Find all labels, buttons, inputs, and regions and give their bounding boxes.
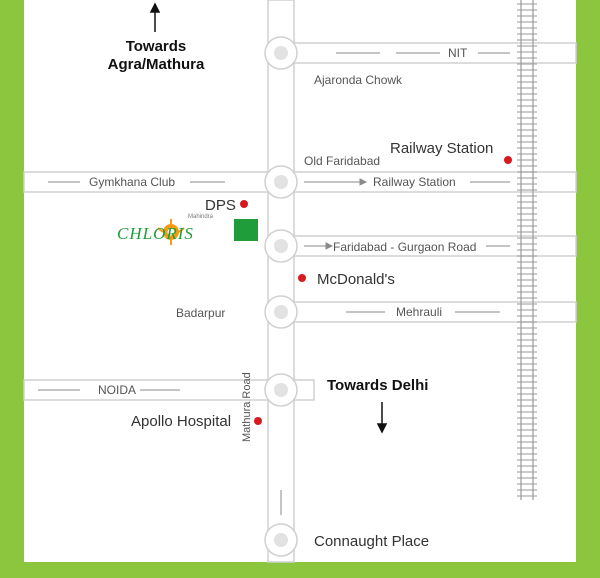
road-label-mathura-road: Mathura Road xyxy=(241,372,253,442)
place-dps: DPS xyxy=(205,197,236,214)
place-apollo-hospital: Apollo Hospital xyxy=(131,413,232,430)
location-dot-icon xyxy=(240,200,248,208)
chloris-logo xyxy=(157,219,185,245)
direction-arrows xyxy=(149,2,388,434)
north-arrow-icon xyxy=(149,2,161,13)
road-label-faridabad-gurgaon: Faridabad - Gurgaon Road xyxy=(333,240,477,254)
project-site-marker xyxy=(234,219,258,241)
north-direction-label: Towards Agra/Mathura xyxy=(107,38,205,73)
road-arrows xyxy=(38,52,510,515)
railway-track-icon xyxy=(517,0,537,500)
south-arrow-icon xyxy=(376,423,388,434)
road-label-gymkhana: Gymkhana Club xyxy=(89,175,176,189)
road-label-noida: NOIDA xyxy=(98,383,137,397)
road-gymkhana-railway xyxy=(23,171,577,193)
logo-name: CHLORIS xyxy=(117,224,194,243)
place-ajaronda-chowk: Ajaronda Chowk xyxy=(314,73,403,87)
place-railway-station: Railway Station xyxy=(390,140,494,157)
south-direction-label: Towards Delhi xyxy=(327,377,429,394)
place-badarpur: Badarpur xyxy=(176,306,226,320)
horizontal-roads xyxy=(23,42,577,401)
road-mathura xyxy=(267,0,295,563)
location-dot-icon xyxy=(298,274,306,282)
place-connaught-place: Connaught Place xyxy=(314,533,430,550)
place-old-faridabad: Old Faridabad xyxy=(304,154,381,168)
road-label-railway-station: Railway Station xyxy=(373,175,456,189)
road-label-mehrauli: Mehrauli xyxy=(396,305,443,319)
location-dot-icon xyxy=(254,417,262,425)
location-dot-icon xyxy=(504,156,512,164)
road-label-nit: NIT xyxy=(448,46,468,60)
place-mcdonalds: McDonald's xyxy=(317,271,395,288)
logo-brand: Mahindra xyxy=(188,214,214,220)
